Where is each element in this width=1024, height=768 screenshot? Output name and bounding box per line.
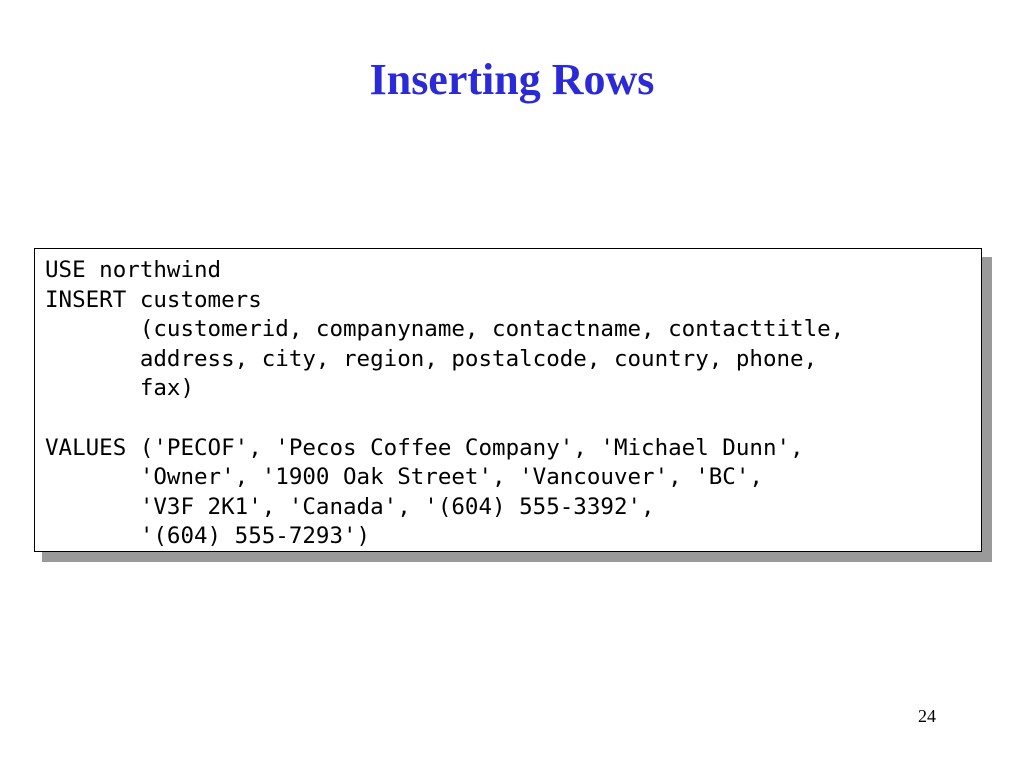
code-line: [45, 404, 981, 434]
code-line: (customerid, companyname, contactname, c…: [45, 316, 845, 343]
code-line: address, city, region, postalcode, count…: [45, 345, 818, 372]
code-line: VALUES ('PECOF', 'Pecos Coffee Company',…: [45, 434, 804, 461]
sql-code-block: USE northwind INSERT customers (customer…: [34, 248, 982, 552]
code-line: '(604) 555-7293'): [45, 523, 371, 550]
code-line: INSERT customers: [45, 286, 262, 313]
code-line: USE northwind: [45, 257, 222, 283]
code-line: 'Owner', '1900 Oak Street', 'Vancouver',…: [45, 464, 763, 491]
page-number: 24: [918, 706, 936, 726]
code-line: fax): [45, 375, 195, 402]
code-line: 'V3F 2K1', 'Canada', '(604) 555-3392',: [45, 493, 655, 520]
slide-title: Inserting Rows: [369, 55, 655, 104]
